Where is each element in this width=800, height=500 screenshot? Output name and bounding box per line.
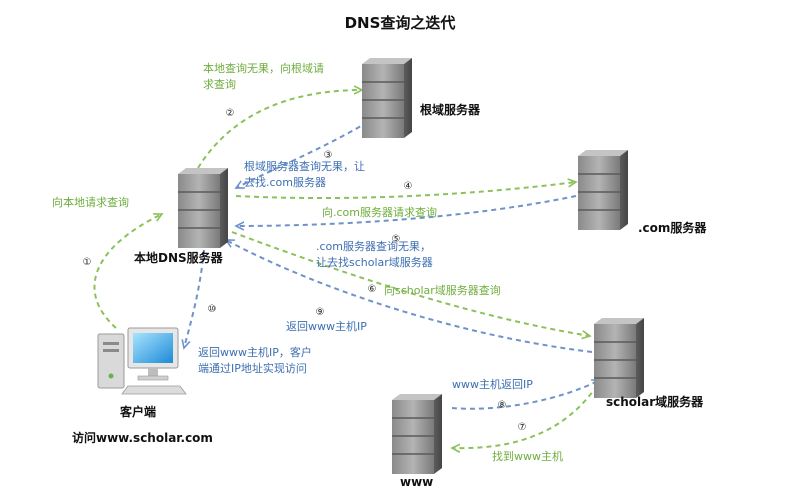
step-marker-6: ⑥	[368, 284, 377, 295]
diagram-title: DNS查询之迭代	[345, 14, 456, 32]
svg-text:①: ①	[83, 257, 92, 268]
label-local-fail-line2: 求查询	[203, 77, 236, 91]
step-marker-5: ⑤	[392, 234, 401, 245]
scholar-server-icon	[593, 317, 645, 399]
step-marker-9: ⑨	[316, 307, 325, 318]
svg-text:⑨: ⑨	[316, 307, 325, 318]
step-marker-3: ③	[324, 150, 333, 161]
svg-text:⑧: ⑧	[498, 400, 507, 411]
local-dns-label: 本地DNS服务器	[134, 250, 224, 265]
label-find-www: 找到www主机	[492, 449, 563, 463]
svg-text:⑤: ⑤	[392, 234, 401, 245]
arrow-1-client-to-local	[93, 213, 162, 329]
arrow-4-local-to-com	[235, 182, 576, 200]
step-marker-8: ⑧	[498, 400, 507, 411]
arrow-3-root-to-local	[236, 121, 369, 189]
local-dns-server-icon	[177, 167, 229, 249]
step-marker-4: ④	[404, 181, 413, 192]
arrow-10-local-to-client	[184, 249, 205, 348]
label-com-reply-line2: 让去找scholar域服务器	[316, 255, 433, 269]
arrow-8-www-to-scholar	[451, 379, 600, 410]
label-ask-com: 向.com服务器请求查询	[322, 205, 437, 219]
www-server-label: www	[400, 475, 433, 489]
root-server-icon	[361, 57, 413, 139]
arrow-6-local-to-scholar	[231, 231, 590, 336]
svg-text:⑦: ⑦	[518, 422, 527, 433]
arrow-5-com-to-local	[236, 195, 577, 226]
step-marker-7: ⑦	[518, 422, 527, 433]
client-visit-label: 访问www.scholar.com	[72, 430, 213, 445]
step-marker-1: ①	[83, 257, 92, 268]
label-client-final-line2: 端通过IP地址实现访问	[198, 361, 307, 375]
arrow-9-scholar-to-local	[226, 239, 593, 353]
root-server-label: 根域服务器	[420, 102, 481, 117]
com-server-label: .com服务器	[638, 220, 707, 235]
svg-text:⑥: ⑥	[368, 284, 377, 295]
svg-text:②: ②	[226, 108, 235, 119]
label-ask-local: 向本地请求查询	[52, 195, 129, 209]
label-client-final-line1: 返回www主机IP，客户	[198, 345, 312, 359]
com-server-icon	[577, 149, 629, 231]
arrow-7-scholar-to-www	[452, 377, 603, 448]
svg-text:③: ③	[324, 150, 333, 161]
client-label: 客户端	[119, 404, 156, 419]
label-local-fail-line1: 本地查询无果，向根域请	[203, 61, 324, 75]
arrow-2-local-to-root	[197, 90, 362, 169]
scholar-server-label: scholar域服务器	[606, 394, 704, 409]
label-com-reply-line1: .com服务器查询无果，	[316, 239, 431, 253]
label-root-reply-line1: 根域服务器查询无果，让	[244, 159, 365, 173]
step-marker-2: ②	[226, 108, 235, 119]
label-www-return-ip: www主机返回IP	[452, 377, 533, 391]
svg-text:⑩: ⑩	[208, 304, 217, 315]
label-return-www-ip: 返回www主机IP	[286, 319, 367, 333]
label-root-reply-line2: 去找.com服务器	[244, 175, 326, 189]
www-server-icon	[391, 393, 443, 475]
client-computer-icon	[97, 327, 187, 395]
svg-text:④: ④	[404, 181, 413, 192]
label-ask-scholar: 向scholar域服务器查询	[384, 283, 501, 297]
step-marker-10: ⑩	[208, 304, 217, 315]
